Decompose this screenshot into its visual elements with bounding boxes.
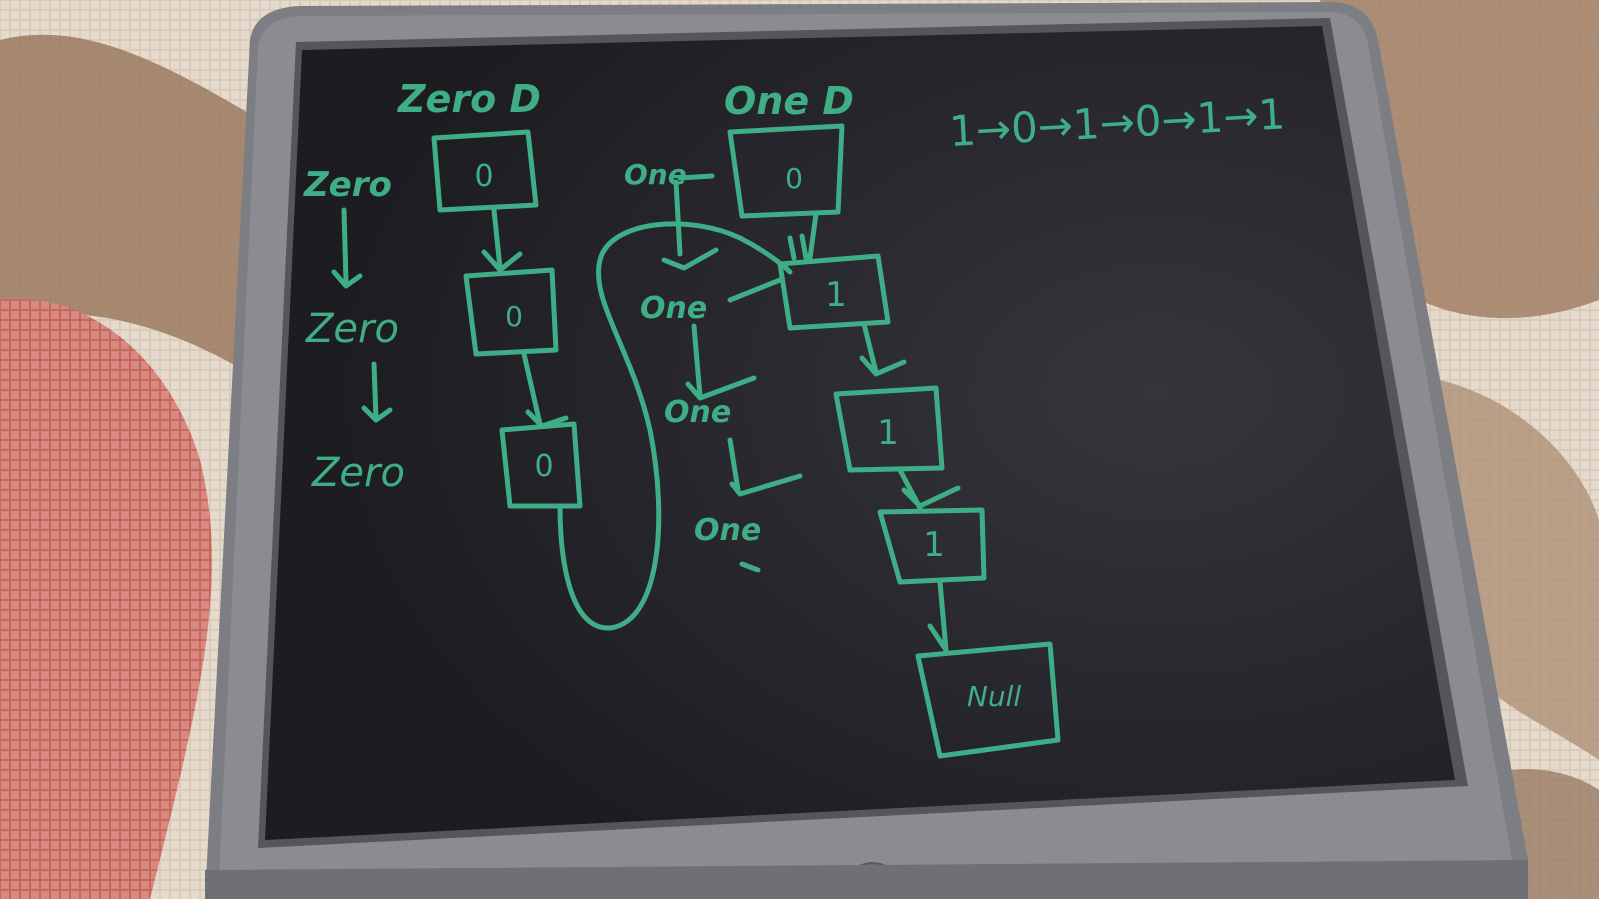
zero-box-value-2: 0 bbox=[505, 300, 523, 333]
one-box-values: 0 1 1 1 Null bbox=[785, 162, 1021, 713]
one-box-value-4: 1 bbox=[923, 525, 945, 565]
sequence-note: 1→0→1→0→1→1 bbox=[948, 89, 1286, 156]
one-box-value-1: 0 bbox=[785, 162, 803, 195]
one-node-label-2: One bbox=[640, 291, 707, 326]
one-link-4 bbox=[927, 579, 949, 653]
one-label-link-0 bbox=[661, 179, 719, 271]
zero-node-label-1: Zero bbox=[303, 165, 392, 205]
one-label-link-2 bbox=[727, 437, 803, 497]
zero-link-2 bbox=[521, 351, 569, 429]
zero-box-value-1: 0 bbox=[474, 159, 493, 194]
one-node-box-1 bbox=[727, 123, 845, 219]
one-link-3 bbox=[897, 467, 961, 511]
writing-screen bbox=[265, 26, 1455, 840]
zero-node-box-2 bbox=[463, 267, 559, 357]
zero-box-value-3: 0 bbox=[534, 449, 553, 484]
ink-strokes bbox=[331, 123, 1061, 759]
one-node-box-4 bbox=[877, 507, 987, 585]
one-node-label-3: One bbox=[664, 395, 731, 430]
stray-stroke bbox=[739, 561, 761, 573]
zero-node-label-2: Zero bbox=[305, 306, 399, 352]
zero-node-label-3: Zero bbox=[311, 450, 405, 496]
shared-tail-loop bbox=[557, 221, 793, 631]
one-list-head-label: One D bbox=[724, 79, 854, 123]
one-box-value-2: 1 bbox=[825, 275, 847, 315]
one-node-box-2 bbox=[777, 253, 891, 331]
one-node-label-1: One bbox=[624, 158, 687, 191]
one-box-value-5: Null bbox=[967, 680, 1021, 713]
zero-label-arrow-1 bbox=[331, 207, 363, 289]
zero-label-arrow-2 bbox=[361, 361, 393, 423]
zero-node-box-3 bbox=[499, 421, 583, 509]
zero-box-values: 0 0 0 bbox=[474, 159, 553, 484]
zero-link-1 bbox=[481, 207, 523, 273]
one-link-2 bbox=[859, 321, 907, 377]
one-node-box-5 bbox=[915, 641, 1061, 759]
one-node-label-4: One bbox=[694, 513, 761, 548]
zero-node-box-1 bbox=[431, 129, 539, 213]
one-link-1 bbox=[787, 211, 819, 261]
one-arrow-to-box bbox=[677, 173, 783, 303]
one-label-link-1 bbox=[685, 323, 757, 401]
zero-list-head-label: Zero D bbox=[397, 77, 541, 121]
one-node-box-3 bbox=[833, 385, 945, 473]
one-box-value-3: 1 bbox=[877, 413, 899, 453]
